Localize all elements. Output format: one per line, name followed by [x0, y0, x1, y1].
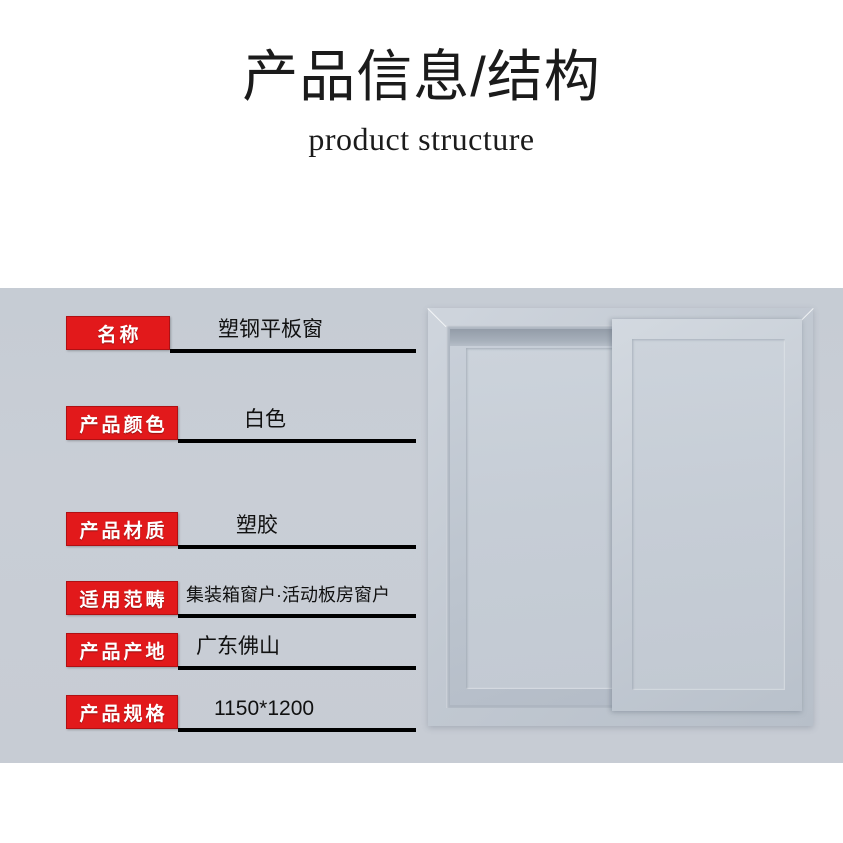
page-header: 产品信息/结构 product structure — [0, 0, 843, 288]
spec-label-badge: 产品材质 — [66, 512, 178, 546]
spec-underline — [178, 666, 416, 670]
spec-row: 产品产地广东佛山 — [66, 633, 416, 671]
window-glass-left — [466, 348, 618, 689]
spec-list: 名称塑钢平板窗产品颜色白色产品材质塑胶适用范畴集装箱窗户·活动板房窗户产品产地广… — [0, 288, 440, 763]
product-info-panel: 名称塑钢平板窗产品颜色白色产品材质塑胶适用范畴集装箱窗户·活动板房窗户产品产地广… — [0, 288, 843, 763]
window-track-shadow — [450, 329, 627, 346]
product-window-image — [408, 308, 833, 726]
spec-label-badge: 产品颜色 — [66, 406, 178, 440]
window-glass-right — [632, 339, 785, 690]
spec-row: 产品材质 塑胶 — [66, 512, 416, 550]
spec-underline — [170, 349, 416, 353]
spec-row: 适用范畴集装箱窗户·活动板房窗户 — [66, 581, 416, 619]
window-sash-right — [612, 319, 802, 711]
page-title-cn: 产品信息/结构 — [242, 45, 601, 108]
spec-underline — [178, 439, 416, 443]
spec-row: 产品颜色 白色 — [66, 406, 416, 444]
spec-value: 1150*1200 — [214, 697, 315, 720]
spec-label-badge: 产品产地 — [66, 633, 178, 667]
spec-value: 塑钢平板窗 — [218, 318, 323, 341]
spec-label-badge: 名称 — [66, 316, 170, 350]
spec-value: 集装箱窗户·活动板房窗户 — [186, 585, 390, 605]
page-subtitle-en: product structure — [308, 121, 535, 157]
spec-value: 塑胶 — [236, 514, 278, 537]
spec-underline — [178, 545, 416, 549]
spec-label-badge: 适用范畴 — [66, 581, 178, 615]
spec-value: 白色 — [244, 408, 286, 431]
spec-underline — [178, 728, 416, 732]
spec-value: 广东佛山 — [196, 635, 280, 658]
spec-underline — [178, 614, 416, 618]
image-watermark — [480, 800, 780, 834]
spec-row: 名称 塑钢平板窗 — [66, 316, 416, 354]
window-sash-left — [450, 329, 627, 705]
spec-label-badge: 产品规格 — [66, 695, 178, 729]
spec-row: 产品规格 1150*1200 — [66, 695, 416, 733]
